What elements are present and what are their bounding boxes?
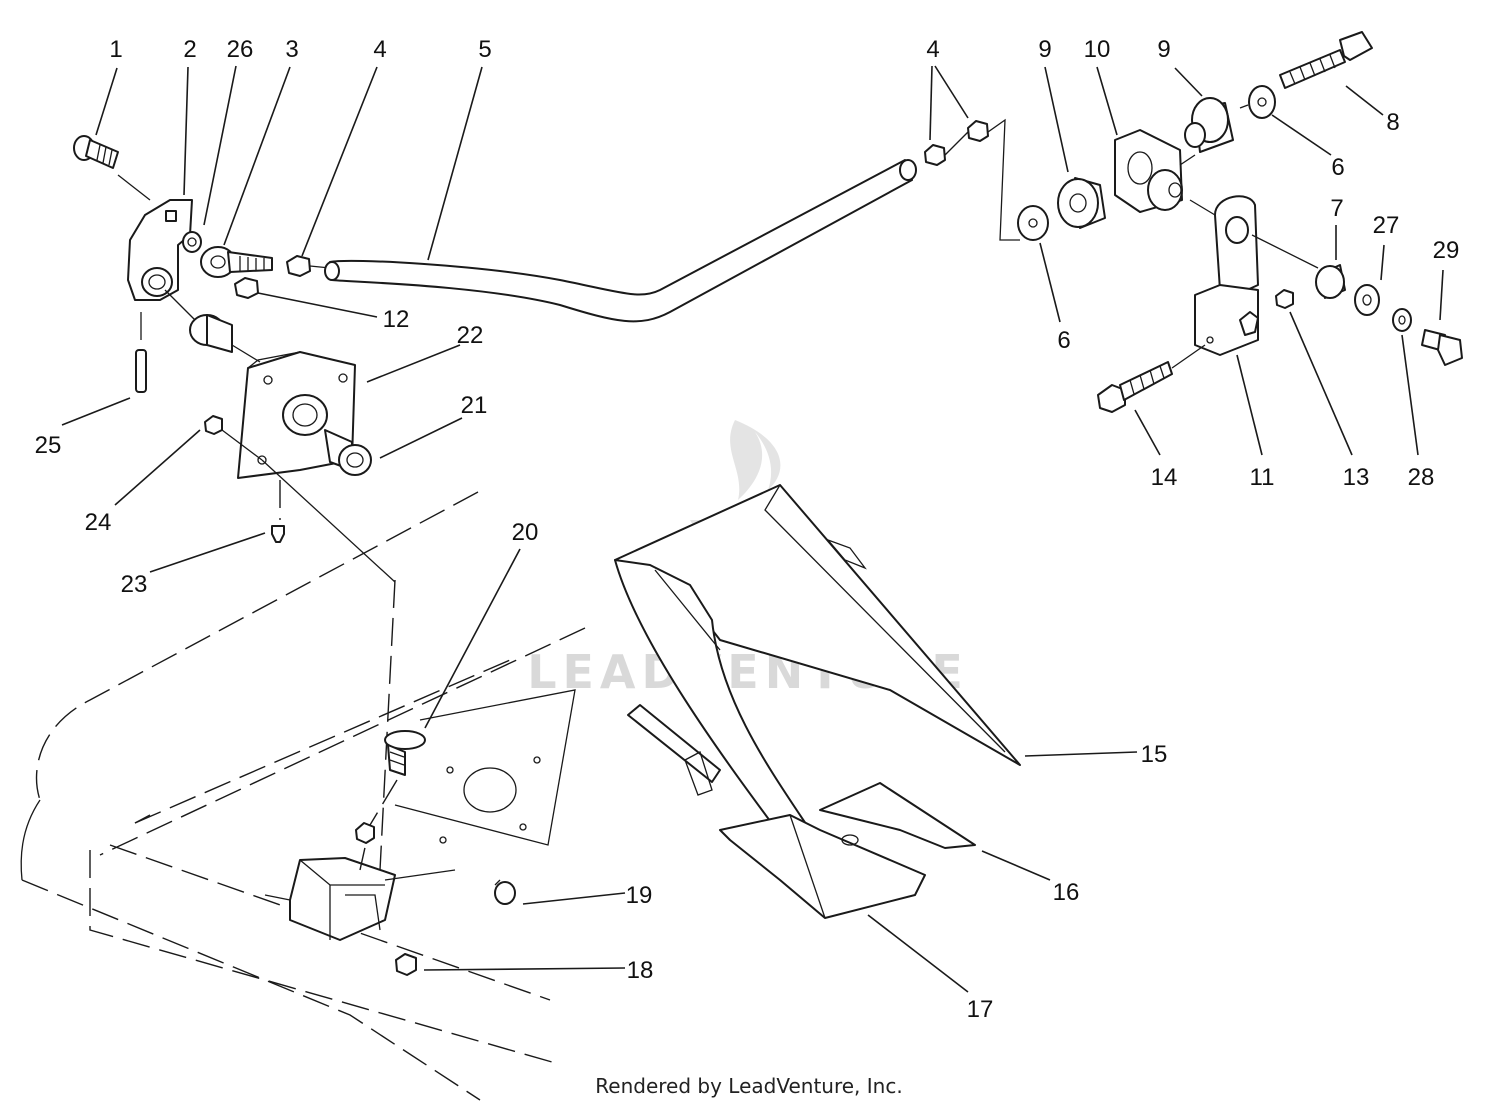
callout-29: 29 — [1433, 237, 1460, 264]
callout-12: 12 — [383, 306, 410, 333]
callout-16: 16 — [1053, 879, 1080, 906]
callout-13: 13 — [1343, 464, 1370, 491]
callout-5: 5 — [478, 36, 491, 63]
callout-9-right: 9 — [1157, 36, 1170, 63]
bushing-21 — [324, 429, 372, 476]
callout-4-right: 4 — [926, 36, 939, 63]
callout-labels: 1 2 26 3 4 5 4 9 10 9 8 6 12 22 6 7 27 2… — [35, 36, 1460, 1023]
callout-19: 19 — [626, 882, 653, 909]
callout-4: 4 — [373, 36, 386, 63]
arm-bracket — [127, 199, 193, 301]
pedal-shields — [614, 484, 1021, 919]
bolt-20 — [384, 730, 426, 776]
bolt-14 — [1097, 361, 1173, 413]
arm-11 — [1194, 195, 1259, 356]
bolt-8 — [1279, 31, 1373, 89]
callout-6-lower: 6 — [1057, 327, 1070, 354]
callout-15: 15 — [1141, 741, 1168, 768]
linkage-assembly — [1017, 31, 1463, 413]
bolt-29 — [1421, 329, 1463, 366]
callout-28: 28 — [1408, 464, 1435, 491]
callout-11: 11 — [1250, 464, 1275, 491]
callout-21: 21 — [461, 392, 488, 419]
callout-1: 1 — [109, 36, 122, 63]
bushing — [189, 314, 233, 353]
mount-bracket — [264, 857, 456, 941]
callout-26: 26 — [227, 36, 254, 63]
callout-25: 25 — [35, 432, 62, 459]
callout-9-left: 9 — [1038, 36, 1051, 63]
callout-6-upper: 6 — [1331, 154, 1344, 181]
bolt-1 — [73, 135, 119, 169]
callout-23: 23 — [121, 571, 148, 598]
callout-27: 27 — [1373, 212, 1400, 239]
rod-end-3 — [200, 246, 273, 278]
leader-lines — [61, 65, 1444, 993]
cross-shaft — [324, 159, 917, 323]
callout-7: 7 — [1330, 195, 1343, 222]
callout-18: 18 — [627, 957, 654, 984]
callout-24: 24 — [85, 509, 112, 536]
pivot-arm-assembly — [73, 135, 396, 583]
callout-10: 10 — [1084, 36, 1111, 63]
callout-17: 17 — [967, 996, 994, 1023]
callout-3: 3 — [285, 36, 298, 63]
callout-20: 20 — [512, 519, 539, 546]
pivot-plate — [379, 579, 576, 871]
callout-22: 22 — [457, 322, 484, 349]
footer-credit: Rendered by LeadVenture, Inc. — [595, 1074, 902, 1098]
callout-14: 14 — [1151, 464, 1178, 491]
callout-2: 2 — [183, 36, 196, 63]
bolt-19 — [494, 879, 516, 905]
callout-8: 8 — [1386, 109, 1399, 136]
frame-outline — [20, 491, 586, 1101]
